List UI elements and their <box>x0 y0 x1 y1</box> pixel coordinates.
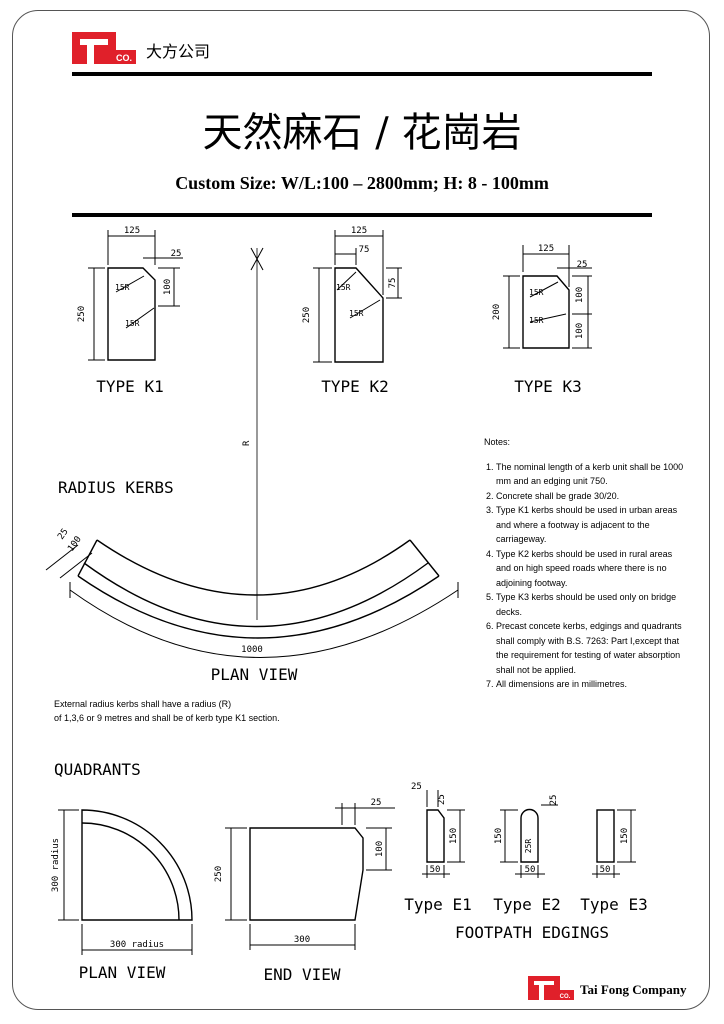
logo-co-text: CO. <box>116 53 132 63</box>
k3-chamfer-h-dim: 100 <box>575 287 585 303</box>
e2-width-dim: 50 <box>525 865 536 875</box>
quadrant-radius-v: 300 radius <box>51 838 61 892</box>
e1-width-dim: 50 <box>430 865 441 875</box>
page-frame <box>12 10 710 1010</box>
k1-chamfer-dim: 25 <box>171 249 182 259</box>
k2-label: TYPE K2 <box>321 377 388 396</box>
note-item: All dimensions are in millimetres. <box>496 677 684 692</box>
e1-label: Type E1 <box>404 895 471 914</box>
k2-radius-lower: 15R <box>349 309 364 318</box>
note-item: Type K3 kerbs should be used only on bri… <box>496 590 684 619</box>
end-height-dim: 250 <box>214 866 224 882</box>
e1-height-dim: 150 <box>449 828 459 844</box>
company-name-cn: 大方公司 <box>146 42 211 61</box>
end-width-dim: 300 <box>294 935 310 945</box>
k2-top-flat-dim: 75 <box>359 245 370 255</box>
k3-width-dim: 125 <box>538 244 554 254</box>
k3-height-dim: 200 <box>492 304 502 320</box>
e2-radius-dim: 25R <box>524 839 533 854</box>
radius-dim-25: 25 <box>56 527 70 542</box>
end-side-dim: 100 <box>375 841 385 857</box>
company-logo: CO. <box>72 32 136 64</box>
radius-dim-100: 100 <box>66 535 84 554</box>
k1-radius-upper: 15R <box>115 283 130 292</box>
e3-width-dim: 50 <box>600 865 611 875</box>
e3-height-dim: 150 <box>620 828 630 844</box>
quadrants-heading: QUADRANTS <box>54 760 141 779</box>
second-rule <box>72 213 652 217</box>
k1-radius-lower: 15R <box>125 319 140 328</box>
radius-plan-view-label: PLAN VIEW <box>211 665 298 684</box>
k1-chamfer-h-dim: 100 <box>163 279 173 295</box>
k2-chamfer-h-dim: 75 <box>388 278 398 289</box>
radius-kerbs-note: External radius kerbs shall have a radiu… <box>54 697 354 725</box>
e1-top-dim: 25 <box>411 782 422 792</box>
quadrant-radius-h: 300 radius <box>110 940 164 950</box>
type-k2-section: 125 75 250 75 15R 15R TYPE K2 <box>302 226 402 396</box>
footer-logo-co-text: CO. <box>560 994 571 1000</box>
radius-note-line2: of 1,3,6 or 9 metres and shall be of ker… <box>54 713 280 723</box>
radius-kerbs-drawing: RADIUS KERBS R 1000 25 100 PLAN VIEW <box>45 247 459 684</box>
e2-height-dim: 150 <box>494 828 504 844</box>
note-item: Type K1 kerbs should be used in urban ar… <box>496 503 684 547</box>
k2-height-dim: 250 <box>302 307 312 323</box>
quadrant-end-label: END VIEW <box>263 965 340 984</box>
end-top-dim: 25 <box>371 798 382 808</box>
k3-radius-lower: 15R <box>529 316 544 325</box>
type-k1-section: 125 25 250 100 15R 15R TYPE K1 <box>77 226 183 396</box>
company-logo-footer: CO. <box>528 976 574 1000</box>
e2-label: Type E2 <box>493 895 560 914</box>
note-item: Concrete shall be grade 30/20. <box>496 489 684 504</box>
company-name-en: Tai Fong Company <box>580 982 687 997</box>
e3-label: Type E3 <box>580 895 647 914</box>
k2-radius-upper: 15R <box>336 283 351 292</box>
radius-note-line1: External radius kerbs shall have a radiu… <box>54 699 232 709</box>
k3-label: TYPE K3 <box>514 377 581 396</box>
k1-height-dim: 250 <box>77 306 87 322</box>
page-subtitle: Custom Size: W/L:100 – 2800mm; H: 8 - 10… <box>175 173 549 193</box>
k1-label: TYPE K1 <box>96 377 163 396</box>
notes-block: Notes: The nominal length of a kerb unit… <box>484 435 684 692</box>
k3-chamfer-dim: 25 <box>577 260 588 270</box>
footpath-edgings-drawing: 25 25 150 50 Type E1 25 25R 150 50 Type … <box>404 782 647 942</box>
radius-label: R <box>242 440 252 446</box>
note-item: Type K2 kerbs should be used in rural ar… <box>496 547 684 591</box>
type-k3-section: 125 25 200 100 100 15R 15R TYPE K3 <box>492 244 592 396</box>
k1-width-dim: 125 <box>124 226 140 236</box>
edgings-heading: FOOTPATH EDGINGS <box>455 923 609 942</box>
radius-length-dim: 1000 <box>241 645 263 655</box>
k3-lower-h-dim: 100 <box>575 323 585 339</box>
notes-list: The nominal length of a kerb unit shall … <box>484 460 684 692</box>
note-item: The nominal length of a kerb unit shall … <box>496 460 684 489</box>
quadrant-plan-label: PLAN VIEW <box>79 963 166 982</box>
quadrants-drawing: QUADRANTS 300 radius 300 radius PLAN VIE… <box>51 760 395 984</box>
notes-heading: Notes: <box>484 437 511 447</box>
note-item: Precast concete kerbs, edgings and quadr… <box>496 619 684 677</box>
radius-kerbs-heading: RADIUS KERBS <box>58 478 174 497</box>
k3-radius-upper: 15R <box>529 288 544 297</box>
e2-top-dim: 25 <box>549 795 559 806</box>
top-rule <box>72 72 652 76</box>
page-title: 天然麻石 / 花崗岩 <box>202 110 522 156</box>
k2-width-dim: 125 <box>351 226 367 236</box>
e1-chamfer-dim: 25 <box>437 794 447 805</box>
